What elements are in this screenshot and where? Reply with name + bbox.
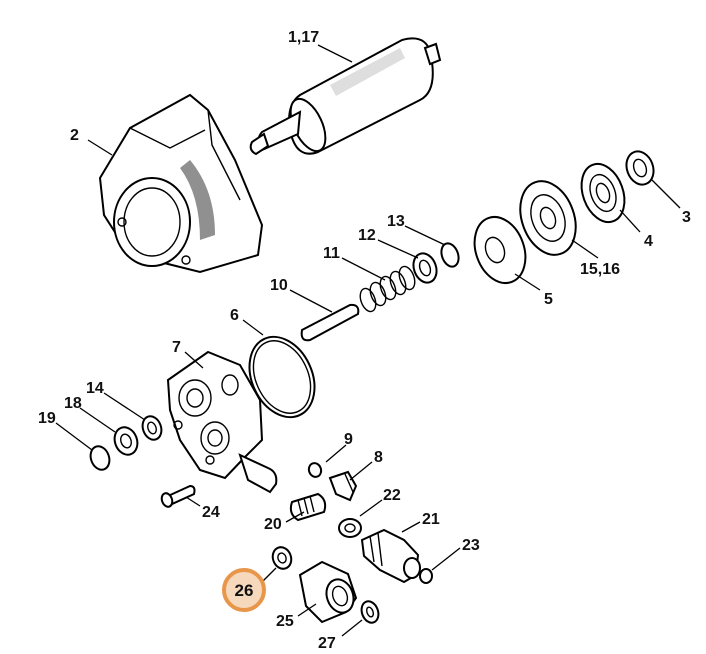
label-21: 21 bbox=[422, 511, 440, 528]
leader-lines bbox=[55, 44, 681, 637]
label-1-17: 1,17 bbox=[288, 29, 319, 46]
label-7: 7 bbox=[172, 339, 181, 356]
part-motor-armature[interactable] bbox=[249, 37, 442, 156]
part-spring-seat[interactable] bbox=[410, 250, 441, 286]
label-12: 12 bbox=[358, 227, 376, 244]
label-11: 11 bbox=[323, 245, 340, 262]
part-valve[interactable] bbox=[289, 492, 327, 522]
label-27: 27 bbox=[318, 635, 336, 652]
label-10: 10 bbox=[270, 277, 288, 294]
label-14: 14 bbox=[86, 380, 104, 397]
label-5: 5 bbox=[544, 291, 553, 308]
label-6: 6 bbox=[230, 307, 239, 324]
label-23: 23 bbox=[462, 537, 480, 554]
part-piston[interactable] bbox=[300, 303, 360, 342]
part-washer-22[interactable] bbox=[338, 518, 362, 538]
part-spring[interactable] bbox=[357, 264, 417, 313]
part-ring-13[interactable] bbox=[438, 241, 461, 269]
part-washer-26[interactable] bbox=[270, 545, 294, 572]
label-13: 13 bbox=[387, 213, 405, 230]
label-18: 18 bbox=[64, 395, 82, 412]
label-22: 22 bbox=[383, 487, 401, 504]
part-small-bearing[interactable] bbox=[622, 148, 658, 189]
label-9: 9 bbox=[344, 431, 353, 448]
label-8: 8 bbox=[374, 449, 383, 466]
label-20: 20 bbox=[264, 516, 282, 533]
part-wobble-plate[interactable] bbox=[511, 173, 586, 262]
part-o-ring-9[interactable] bbox=[307, 461, 323, 478]
label-24: 24 bbox=[202, 504, 220, 521]
part-bearing[interactable] bbox=[574, 158, 632, 228]
part-screw[interactable] bbox=[160, 484, 196, 508]
label-25: 25 bbox=[276, 613, 294, 630]
label-2: 2 bbox=[70, 127, 79, 144]
part-bushing[interactable] bbox=[111, 424, 141, 458]
part-coupling-nut[interactable] bbox=[298, 560, 358, 624]
label-26: 26 bbox=[235, 581, 254, 600]
label-3: 3 bbox=[682, 209, 691, 226]
part-washer-27[interactable] bbox=[359, 599, 382, 625]
label-4: 4 bbox=[644, 233, 653, 250]
highlight-badge[interactable]: 26 bbox=[222, 568, 266, 612]
label-19: 19 bbox=[38, 410, 56, 427]
part-nozzle-adapter[interactable] bbox=[360, 528, 421, 584]
label-15-16: 15,16 bbox=[580, 261, 620, 278]
part-seal-14[interactable] bbox=[139, 414, 164, 443]
part-pump-head[interactable] bbox=[166, 350, 278, 494]
part-labels: 1,17 2 3 4 15,16 5 13 12 11 10 6 7 14 18… bbox=[38, 29, 691, 652]
part-o-ring-19[interactable] bbox=[87, 444, 112, 473]
part-housing[interactable] bbox=[98, 93, 264, 274]
part-plug[interactable] bbox=[328, 470, 358, 502]
part-cam[interactable] bbox=[466, 210, 534, 290]
part-o-ring-23[interactable] bbox=[419, 568, 433, 584]
